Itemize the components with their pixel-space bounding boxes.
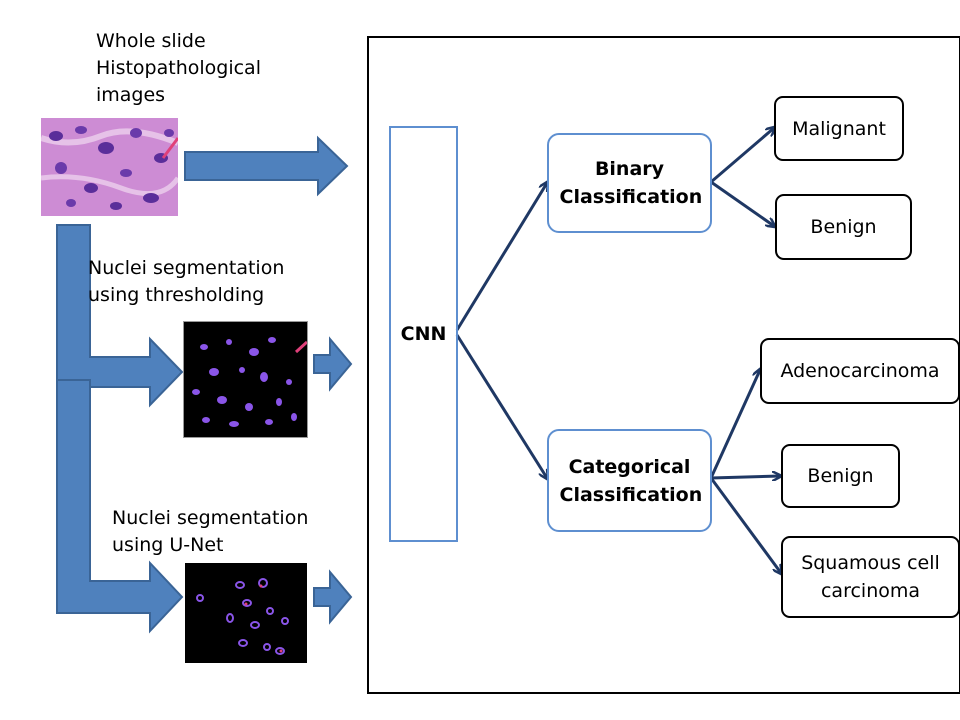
thresholding-label: Nuclei segmentation using thresholding xyxy=(88,257,285,306)
categorical-classification-box: Categorical Classification xyxy=(547,429,712,532)
unet-label: Nuclei segmentation using U-Net xyxy=(112,507,309,556)
output-malignant-label: Malignant xyxy=(792,117,886,140)
input-arrow-unet xyxy=(313,569,353,625)
categorical-classification-label: Categorical Classification xyxy=(559,455,703,506)
binary-classification-box: Binary Classification xyxy=(547,133,712,233)
output-benign-binary: Benign xyxy=(775,194,912,260)
input-arrow-thresholding xyxy=(313,336,353,392)
output-adenocarcinoma-label: Adenocarcinoma xyxy=(780,360,940,382)
output-squamous-label: Squamous cell carcinoma xyxy=(801,552,940,602)
binary-classification-label: Binary Classification xyxy=(559,158,703,208)
output-adenocarcinoma: Adenocarcinoma xyxy=(760,338,960,404)
connector-cat-squamous xyxy=(709,477,781,573)
cnn-label: CNN xyxy=(400,323,447,345)
branch-arrow-thresholding xyxy=(56,224,184,408)
connector-binary-benign xyxy=(710,180,774,226)
connector-binary-malignant xyxy=(710,128,774,184)
whole-slide-label: Whole slide Histopathological images xyxy=(96,30,261,106)
output-benign-categorical: Benign xyxy=(781,444,900,508)
thresholding-mask-image xyxy=(183,321,308,438)
unet-mask-image xyxy=(185,563,307,663)
branch-arrow-unet xyxy=(56,379,184,634)
input-arrow-whole-slide xyxy=(184,135,349,197)
connector-cat-benign xyxy=(710,476,780,478)
output-benign-categorical-label: Benign xyxy=(807,465,874,487)
cnn-block: CNN xyxy=(389,126,458,542)
output-malignant: Malignant xyxy=(774,96,904,161)
connector-cat-adeno xyxy=(709,370,760,479)
connector-cnn-binary xyxy=(455,183,547,331)
whole-slide-image xyxy=(41,118,178,216)
connector-cnn-categorical xyxy=(455,334,547,478)
output-squamous-cell-carcinoma: Squamous cell carcinoma xyxy=(781,536,960,618)
output-benign-binary-label: Benign xyxy=(810,216,877,238)
